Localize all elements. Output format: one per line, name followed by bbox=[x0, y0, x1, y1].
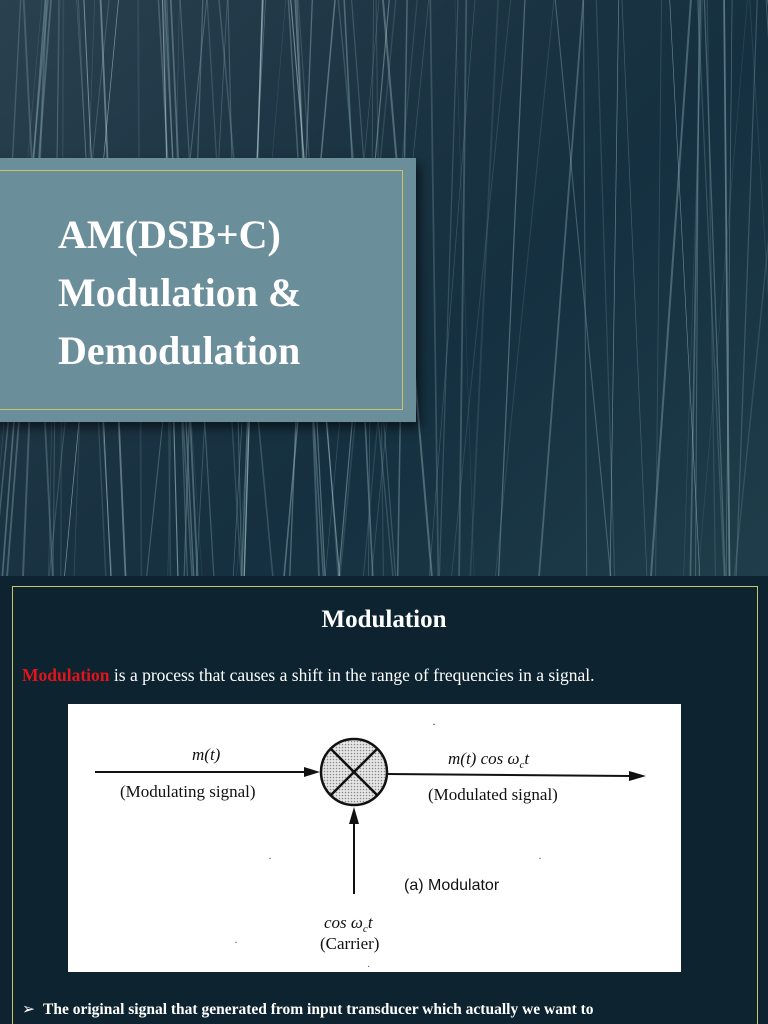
title-box: AM(DSB+C) Modulation & Demodulation bbox=[0, 158, 416, 422]
definition-rest: is a process that causes a shift in the … bbox=[109, 665, 595, 685]
bullet-text: The original signal that generated from … bbox=[43, 1001, 594, 1018]
definition-text: Modulation is a process that causes a sh… bbox=[22, 665, 595, 686]
background-streak bbox=[554, 0, 612, 576]
background-streak bbox=[689, 0, 702, 576]
scan-mark: · bbox=[432, 717, 436, 731]
background-streak bbox=[655, 0, 662, 576]
modulator-caption: (a) Modulator bbox=[404, 877, 500, 894]
background-streak bbox=[733, 238, 768, 576]
background-streak bbox=[703, 0, 726, 576]
background-streak bbox=[669, 0, 701, 576]
slide-heading: Modulation bbox=[321, 606, 447, 633]
slide-title: AM(DSB+C) Modulation & Demodulation bbox=[58, 206, 301, 380]
scan-mark: · bbox=[268, 851, 272, 865]
background-streak bbox=[723, 0, 731, 576]
background-streak bbox=[454, 0, 475, 576]
background-streak bbox=[494, 0, 555, 576]
slide-frame bbox=[12, 586, 758, 1024]
scan-mark: · bbox=[367, 962, 370, 972]
input-signal-description: (Modulating signal) bbox=[120, 782, 256, 801]
output-signal-description: (Modulated signal) bbox=[428, 785, 558, 804]
title-box-border bbox=[0, 170, 403, 410]
title-line-3: Demodulation bbox=[58, 328, 301, 373]
output-signal-label: m(t) cos ωct bbox=[448, 749, 530, 771]
background-streak bbox=[451, 0, 512, 576]
background-streak bbox=[438, 0, 459, 576]
background-streak bbox=[582, 0, 588, 576]
carrier-description: (Carrier) bbox=[320, 934, 379, 953]
output-arrow bbox=[386, 773, 631, 777]
title-slide: AM(DSB+C) Modulation & Demodulation bbox=[0, 0, 768, 576]
input-signal-label: m(t) bbox=[192, 745, 221, 764]
title-line-1: AM(DSB+C) bbox=[58, 212, 281, 257]
background-streak bbox=[706, 0, 717, 576]
background-streak bbox=[497, 0, 526, 576]
arrowhead-bullet-icon: ➢ bbox=[22, 1001, 35, 1018]
background-streak bbox=[458, 0, 468, 576]
background-streak bbox=[595, 0, 616, 576]
scan-mark: · bbox=[234, 935, 238, 949]
definition-keyword: Modulation bbox=[22, 665, 110, 685]
background-streak bbox=[683, 0, 703, 576]
carrier-arrowhead-icon bbox=[349, 807, 359, 824]
scan-mark: · bbox=[538, 851, 542, 865]
modulation-slide: Modulation Modulation is a process that … bbox=[0, 576, 768, 1024]
carrier-label: cos ωct bbox=[324, 913, 374, 935]
background-streak bbox=[538, 0, 585, 576]
background-streak bbox=[429, 0, 440, 576]
background-streak bbox=[609, 0, 620, 576]
input-arrowhead-icon bbox=[304, 767, 320, 777]
background-streak bbox=[469, 0, 500, 576]
modulator-diagram-svg: · · · · · m(t) (Modulating signal) m(t) … bbox=[95, 717, 646, 973]
output-arrowhead-icon bbox=[629, 771, 646, 781]
background-streak bbox=[725, 0, 733, 576]
background-streak bbox=[650, 0, 692, 576]
title-line-2: Modulation & bbox=[58, 270, 302, 315]
background-streak bbox=[696, 0, 725, 576]
background-streak bbox=[749, 0, 768, 298]
background-streak bbox=[735, 0, 758, 576]
background-streak bbox=[697, 0, 748, 576]
background-streak bbox=[428, 0, 476, 576]
multiplier-cross-b bbox=[330, 748, 378, 796]
modulator-diagram: · · · · · m(t) (Modulating signal) m(t) … bbox=[68, 704, 681, 973]
bullet-item: ➢ The original signal that generated from… bbox=[22, 1000, 594, 1019]
background-streak bbox=[621, 0, 648, 576]
